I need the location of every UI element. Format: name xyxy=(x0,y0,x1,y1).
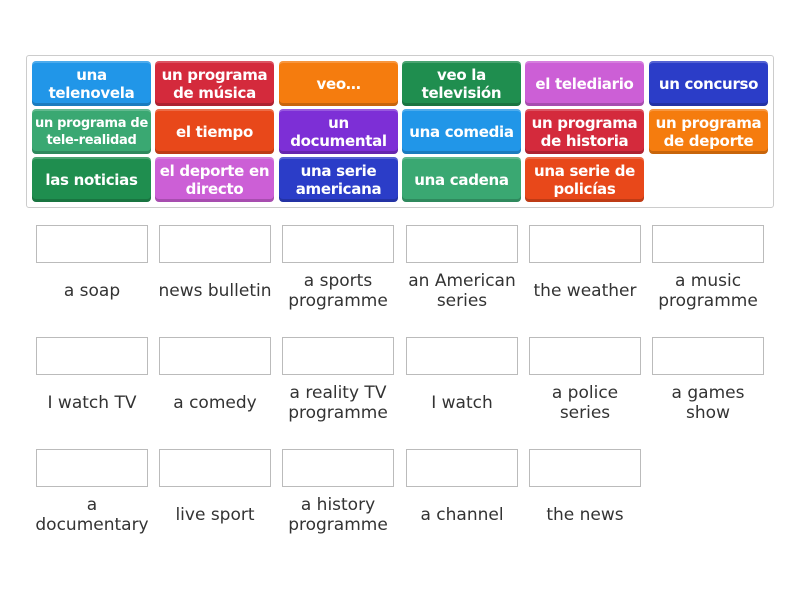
target-label: a history programme xyxy=(288,495,388,535)
target-label: a police series xyxy=(551,383,619,423)
drop-zone[interactable] xyxy=(159,337,271,375)
draggable-tile[interactable]: un programa de tele-realidad xyxy=(32,109,151,154)
drop-zone[interactable] xyxy=(159,225,271,263)
drop-zone[interactable] xyxy=(529,449,641,487)
word-bank xyxy=(26,55,774,208)
drop-zone[interactable] xyxy=(36,225,148,263)
drop-zone[interactable] xyxy=(36,337,148,375)
target-label: the weather xyxy=(533,281,637,301)
target-label: a sports programme xyxy=(288,271,388,311)
target-label: a documentary xyxy=(35,495,149,535)
draggable-tile[interactable]: veo la televisión xyxy=(402,61,521,106)
draggable-tile[interactable]: una serie de policías xyxy=(525,157,644,202)
drop-zone[interactable] xyxy=(529,225,641,263)
drop-zone[interactable] xyxy=(282,225,394,263)
target-label: live sport xyxy=(175,505,255,525)
drop-zone[interactable] xyxy=(529,337,641,375)
draggable-tile[interactable]: un programa de deporte xyxy=(649,109,768,154)
target-label: a games show xyxy=(671,383,745,423)
drop-zone[interactable] xyxy=(406,225,518,263)
drop-zone[interactable] xyxy=(282,449,394,487)
target-label: a channel xyxy=(420,505,504,525)
draggable-tile[interactable]: un documental xyxy=(279,109,398,154)
target-label: a comedy xyxy=(173,393,257,413)
target-label: a reality TV programme xyxy=(288,383,388,423)
draggable-tile[interactable]: veo… xyxy=(279,61,398,106)
draggable-tile[interactable]: una cadena xyxy=(402,157,521,202)
drop-zone[interactable] xyxy=(652,337,764,375)
target-label: a music programme xyxy=(658,271,758,311)
drop-zone[interactable] xyxy=(36,449,148,487)
drop-zone[interactable] xyxy=(406,337,518,375)
target-label: I watch TV xyxy=(47,393,137,413)
drop-zone[interactable] xyxy=(406,449,518,487)
draggable-tile[interactable]: el telediario xyxy=(525,61,644,106)
target-label: an American series xyxy=(408,271,516,311)
draggable-tile[interactable]: un programa de música xyxy=(155,61,274,106)
draggable-tile[interactable]: una serie americana xyxy=(279,157,398,202)
draggable-tile[interactable]: un concurso xyxy=(649,61,768,106)
draggable-tile[interactable]: las noticias xyxy=(32,157,151,202)
target-label: I watch xyxy=(431,393,493,413)
draggable-tile[interactable]: el deporte en directo xyxy=(155,157,274,202)
drop-zone[interactable] xyxy=(159,449,271,487)
drop-zone[interactable] xyxy=(282,337,394,375)
target-label: a soap xyxy=(63,281,121,301)
drop-zone[interactable] xyxy=(652,225,764,263)
target-label: news bulletin xyxy=(158,281,272,301)
draggable-tile[interactable]: una comedia xyxy=(402,109,521,154)
draggable-tile[interactable]: un programa de historia xyxy=(525,109,644,154)
draggable-tile[interactable]: el tiempo xyxy=(155,109,274,154)
draggable-tile[interactable]: una telenovela xyxy=(32,61,151,106)
target-label: the news xyxy=(546,505,624,525)
